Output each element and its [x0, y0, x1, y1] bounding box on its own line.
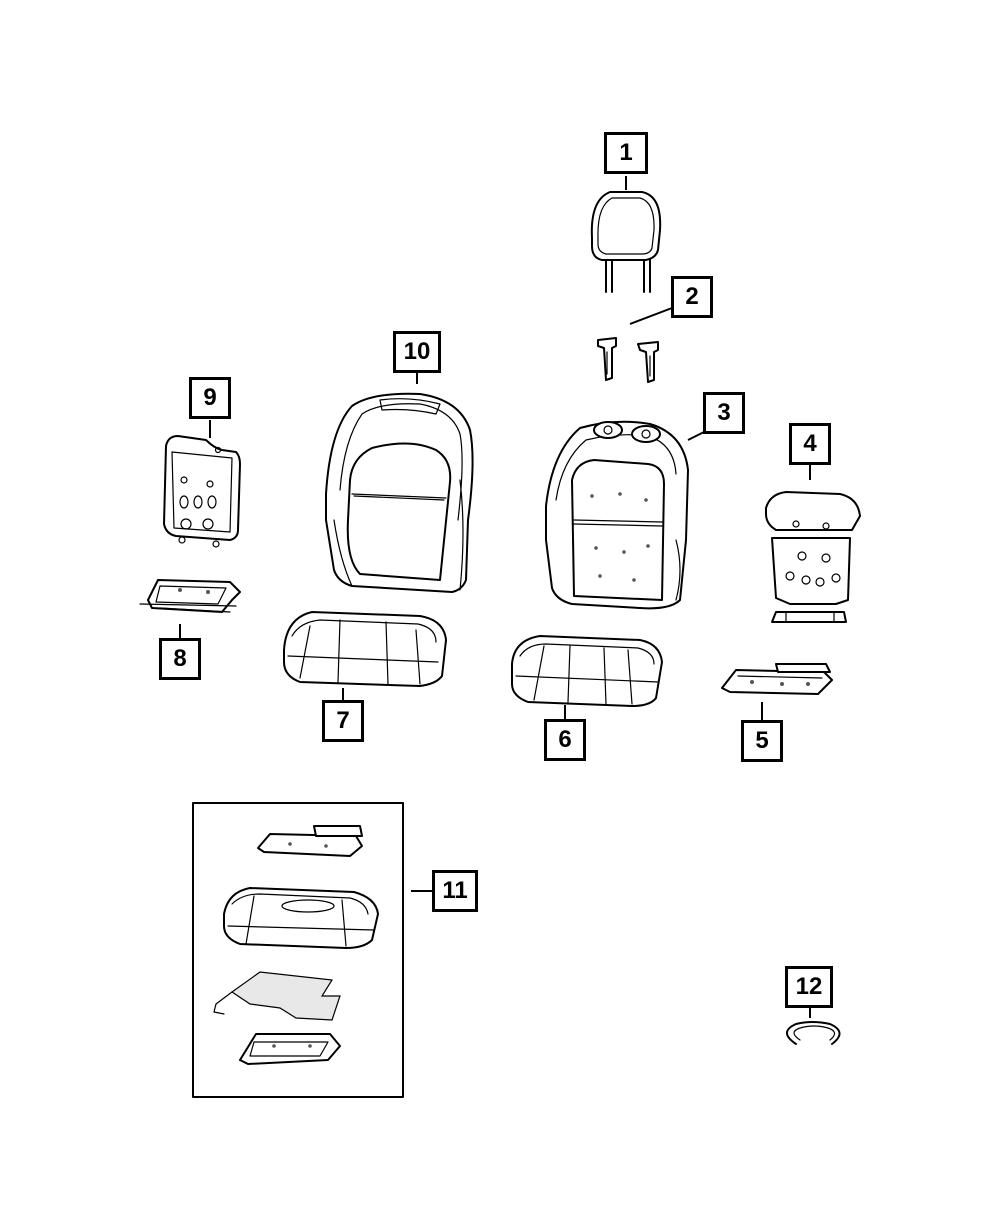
callout-8[interactable]: 8	[159, 638, 201, 680]
headrest-guides-part-2[interactable]	[597, 337, 659, 383]
seat-pan-bracket-part-8[interactable]	[139, 579, 241, 613]
callout-12[interactable]: 12	[785, 966, 833, 1008]
seat-back-cover-part-10[interactable]	[325, 392, 474, 593]
callout-1[interactable]: 1	[604, 132, 648, 174]
callout-5[interactable]: 5	[741, 720, 783, 762]
back-support-panel-part-4[interactable]	[765, 491, 861, 623]
callout-3[interactable]: 3	[703, 392, 745, 434]
callout-7[interactable]: 7	[322, 700, 364, 742]
cushion-pan-part-5[interactable]	[721, 663, 833, 695]
leader-lines	[179, 176, 811, 1018]
seat-cushion-frame-part-6[interactable]	[511, 635, 663, 707]
callout-10[interactable]: 10	[393, 331, 441, 373]
seat-back-frame-part-3[interactable]	[545, 420, 689, 610]
headrest-part-1[interactable]	[590, 191, 662, 293]
seat-cushion-cover-part-7[interactable]	[283, 611, 447, 687]
callout-4[interactable]: 4	[789, 423, 831, 465]
callout-9[interactable]: 9	[189, 377, 231, 419]
clip-ring-part-12[interactable]	[786, 1021, 841, 1045]
back-panel-part-9[interactable]	[163, 435, 241, 548]
callout-6[interactable]: 6	[544, 719, 586, 761]
callout-2[interactable]: 2	[671, 276, 713, 318]
kit-box-part-11[interactable]	[192, 802, 404, 1098]
callout-11[interactable]: 11	[432, 870, 478, 912]
